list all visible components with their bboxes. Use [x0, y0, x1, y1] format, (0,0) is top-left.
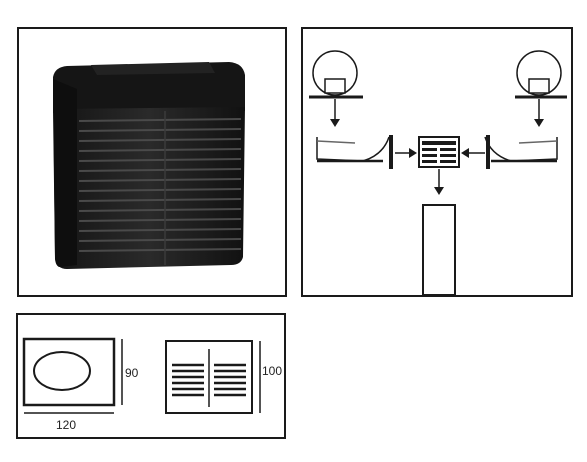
flow-arrow-icon: [434, 169, 444, 195]
dimension-drawings: 90 120 100: [22, 337, 282, 432]
product-photo-panel: [17, 27, 287, 297]
duct-outlet-icon: [422, 204, 456, 295]
duct-segment-left: [316, 135, 393, 169]
duct-segment-right: [484, 135, 558, 169]
black-ventilator-unit-icon: [53, 62, 245, 269]
top-view-drawing: [165, 340, 261, 414]
flow-arrow-icon: [330, 99, 544, 127]
front-width-label: 120: [56, 418, 76, 432]
flow-arrow-icon: [395, 148, 485, 158]
front-view-drawing: [22, 337, 123, 414]
top-height-label: 100: [262, 364, 282, 378]
front-height-label: 90: [125, 366, 139, 380]
vent-unit-icon: [418, 136, 460, 168]
fan-rotor-icon: [515, 50, 567, 99]
dimensions-panel: 90 120 100: [16, 313, 286, 439]
airflow-diagram-panel: [301, 27, 573, 297]
product-photo: [53, 62, 245, 269]
airflow-diagram: [309, 50, 567, 295]
fan-rotor-icon: [309, 50, 363, 99]
